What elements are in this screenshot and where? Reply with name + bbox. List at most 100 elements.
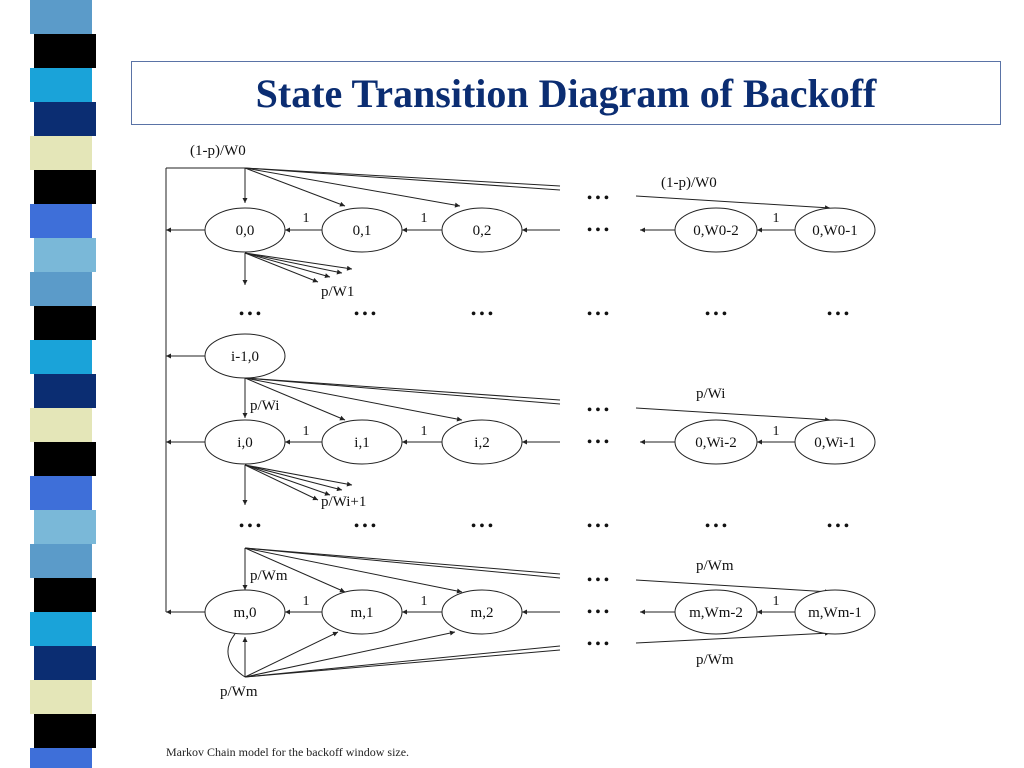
stripe-block: [34, 646, 96, 680]
state-node: [441, 589, 523, 635]
state-label: m,Wm-2: [689, 605, 743, 621]
stripe-block: [30, 136, 92, 170]
ellipsis: • • •: [705, 307, 727, 322]
prob-label: p/Wm: [250, 568, 288, 584]
stripe-block: [34, 714, 96, 748]
transition-label: 1: [773, 594, 780, 609]
stripe-block: [30, 68, 92, 102]
state-label: i,1: [354, 435, 369, 451]
state-label: i,2: [474, 435, 489, 451]
row-0-states: 0,0 0,1 0,2 0,W0-2 0,W0-1: [204, 207, 876, 253]
decorative-stripe: [30, 0, 96, 768]
diagram-caption: Markov Chain model for the backoff windo…: [166, 745, 410, 759]
stripe-block: [30, 272, 92, 306]
stripe-block: [30, 340, 92, 374]
row-i-states: i,0 i,1 i,2 0,Wi-2 0,Wi-1: [204, 419, 876, 465]
stripe-block: [30, 544, 92, 578]
row-i-exit-arrows: [242, 464, 353, 505]
state-label: i-1,0: [231, 349, 259, 365]
ellipsis: • • •: [587, 605, 609, 620]
state-node: [674, 589, 758, 635]
stripe-block: [30, 204, 92, 238]
stripe-block: [34, 170, 96, 204]
ellipsis: • • •: [587, 637, 609, 652]
row-m-bottom-arrows: [227, 630, 831, 678]
stripe-block: [30, 408, 92, 442]
transition-label: 1: [773, 211, 780, 226]
probability-labels: (1-p)/W0 (1-p)/W0 p/W1 p/Wi p/Wi p/Wi+1 …: [190, 143, 734, 700]
state-label: 0,1: [353, 223, 372, 239]
title-box: State Transition Diagram of Backoff: [131, 61, 1001, 125]
state-label: m,2: [471, 605, 494, 621]
state-node: [204, 419, 286, 465]
ellipsis: • • •: [471, 519, 493, 534]
ellipsis: • • •: [587, 435, 609, 450]
stripe-block: [30, 0, 92, 34]
ellipsis: • • •: [587, 403, 609, 418]
ellipsis: • • •: [354, 519, 376, 534]
state-label: m,Wm-1: [808, 605, 862, 621]
ellipsis-marks: • • • • • • • • • • • • • • • • • • • • …: [239, 191, 849, 652]
state-node: [441, 419, 523, 465]
state-label: 0,0: [236, 223, 255, 239]
ellipsis: • • •: [827, 519, 849, 534]
state-node: [794, 589, 876, 635]
state-label: 0,Wi-1: [814, 435, 855, 451]
row-0-exit-arrows: [242, 252, 353, 285]
transition-labels: 1 1 1 1 1 1 1 1 1: [303, 211, 780, 609]
state-label: 0,Wi-2: [695, 435, 736, 451]
ellipsis: • • •: [705, 519, 727, 534]
stripe-block: [34, 102, 96, 136]
ellipsis: • • •: [471, 307, 493, 322]
state-label: m,1: [351, 605, 374, 621]
stripe-block: [34, 442, 96, 476]
ellipsis: • • •: [239, 307, 261, 322]
state-node: [321, 207, 403, 253]
row-i-entry-arrows: [242, 377, 831, 423]
ellipsis: • • •: [354, 307, 376, 322]
stripe-block: [34, 374, 96, 408]
state-node: [321, 419, 403, 465]
stripe-block: [34, 238, 96, 272]
row-m-entry-arrows: [242, 547, 831, 595]
stripe-block: [30, 476, 92, 510]
row-i-minus-1-states: i-1,0: [204, 333, 286, 379]
transition-label: 1: [303, 424, 310, 439]
state-node: [794, 207, 876, 253]
row-m-states: m,0 m,1 m,2 m,Wm-2 m,Wm-1: [204, 589, 876, 635]
state-node: [321, 589, 403, 635]
state-label: i,0: [237, 435, 252, 451]
prob-label: (1-p)/W0: [190, 143, 246, 159]
prob-label: p/Wi+1: [321, 494, 366, 510]
ellipsis: • • •: [587, 223, 609, 238]
state-node: [794, 419, 876, 465]
ellipsis: • • •: [587, 519, 609, 534]
transition-label: 1: [303, 594, 310, 609]
transition-label: 1: [421, 594, 428, 609]
state-label: 0,W0-1: [812, 223, 857, 239]
state-node: [204, 207, 286, 253]
state-node: [204, 589, 286, 635]
stripe-block: [30, 680, 92, 714]
ellipsis: • • •: [827, 307, 849, 322]
state-node: [441, 207, 523, 253]
state-label: 0,2: [473, 223, 492, 239]
prob-label: p/Wm: [220, 684, 258, 700]
ellipsis: • • •: [587, 191, 609, 206]
stripe-block: [34, 34, 96, 68]
feedback-bus: [165, 167, 245, 615]
state-node: [204, 333, 286, 379]
stripe-block: [34, 578, 96, 612]
stripe-block: [34, 306, 96, 340]
row-0-entry-arrows: [242, 167, 831, 211]
prob-label: p/Wi: [696, 386, 725, 402]
transition-label: 1: [303, 211, 310, 226]
ellipsis: • • •: [239, 519, 261, 534]
stripe-block: [34, 510, 96, 544]
transition-label: 1: [773, 424, 780, 439]
transition-label: 1: [421, 424, 428, 439]
stripe-block: [30, 748, 92, 768]
prob-label: p/W1: [321, 284, 354, 300]
prob-label: p/Wi: [250, 398, 279, 414]
